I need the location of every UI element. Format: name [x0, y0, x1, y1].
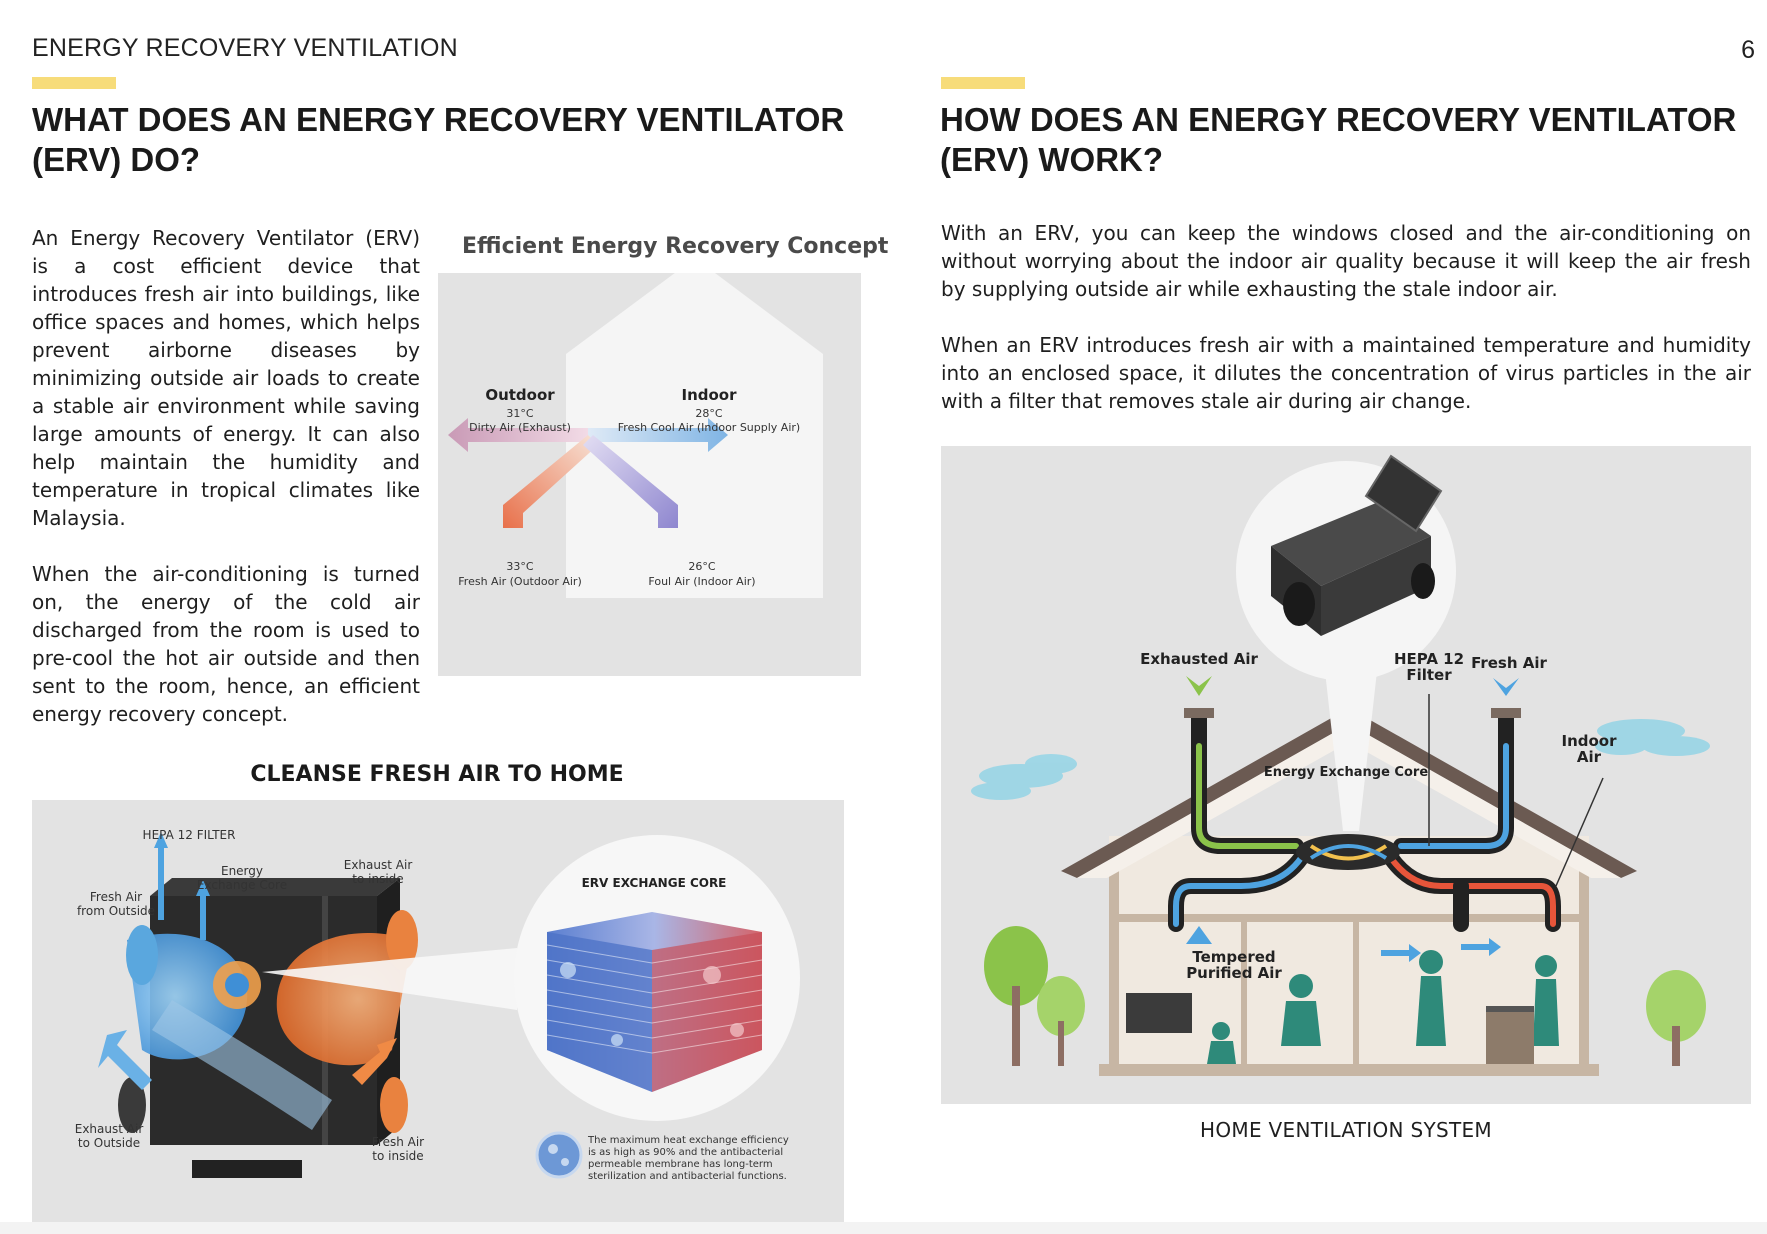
- indoor-heading: Indoor: [681, 386, 737, 404]
- foul-air-arrow: [583, 435, 678, 528]
- foul-air-temp: 26°C: [688, 560, 715, 573]
- exhausted-air-label: Exhausted Air: [1140, 650, 1258, 668]
- core-label: Exchange Core: [197, 878, 287, 892]
- section-accent-bar-left: [32, 77, 116, 89]
- concept-figure: Outdoor 31°C Dirty Air (Exhaust) Indoor …: [438, 273, 861, 676]
- zoom-wedge: [262, 948, 517, 1010]
- membrane-icon: [535, 1131, 583, 1179]
- exhaust-outside-label: to Outside: [78, 1136, 140, 1150]
- hepa-filter-label: HEPA 12: [1394, 650, 1464, 668]
- paragraph: When an ERV introduces fresh air with a …: [941, 333, 1751, 413]
- running-title: ENERGY RECOVERY VENTILATION: [32, 34, 458, 62]
- tempered-air-label: Purified Air: [1186, 964, 1282, 982]
- outdoor-desc: Dirty Air (Exhaust): [469, 421, 571, 434]
- intro-text: An Energy Recovery Ventilator (ERV) is a…: [32, 224, 420, 756]
- hepa-filter-label: HEPA 12 FILTER: [143, 828, 236, 842]
- indoor-air-label: Air: [1577, 748, 1602, 766]
- indoor-air-label: Indoor: [1561, 732, 1617, 750]
- hepa-filter-label: Filter: [1406, 666, 1452, 684]
- membrane-note: is as high as 90% and the antibacterial: [588, 1147, 783, 1158]
- fresh-outside-label: from Outside: [77, 904, 155, 918]
- energy-core-unit: [1296, 834, 1400, 870]
- membrane-note: permeable membrane has long-term: [588, 1159, 773, 1170]
- paragraph: An Energy Recovery Ventilator (ERV) is a…: [32, 226, 420, 530]
- fresh-air-label: Fresh Air: [1471, 654, 1547, 672]
- paragraph: When the air-conditioning is turned on, …: [32, 562, 420, 726]
- indoor-temp: 28°C: [695, 407, 722, 420]
- foul-air-desc: Foul Air (Indoor Air): [648, 575, 755, 588]
- fresh-air-desc: Fresh Air (Outdoor Air): [458, 575, 581, 588]
- supply-arrow: [588, 418, 728, 452]
- exhaust-inside-label: Exhaust Air: [344, 858, 413, 872]
- fresh-inside-label: to inside: [372, 1149, 423, 1163]
- house-figure-caption: HOME VENTILATION SYSTEM: [1200, 1118, 1492, 1142]
- indoor-desc: Fresh Cool Air (Indoor Supply Air): [618, 421, 800, 434]
- fresh-outside-label: Fresh Air: [90, 890, 142, 904]
- cleanse-figure-title: CLEANSE FRESH AIR TO HOME: [250, 762, 624, 787]
- exhaust-inside-label: to inside: [352, 872, 403, 886]
- unit-airflow-arrows: [98, 832, 397, 1090]
- tempered-air-label: Tempered: [1192, 948, 1275, 966]
- room-airflow-arrows: [1186, 926, 1501, 962]
- page-bottom-edge: [0, 1222, 1767, 1234]
- core-label: Energy: [221, 864, 263, 878]
- heading-line: (ERV) WORK?: [940, 141, 1164, 178]
- paragraph: With an ERV, you can keep the windows cl…: [941, 221, 1751, 301]
- erv-unit-diagram: HEPA 12 FILTER Energy Exchange Core Exha…: [75, 828, 800, 1182]
- outdoor-temp: 31°C: [506, 407, 533, 420]
- zoom-wedge: [1321, 636, 1381, 831]
- fresh-air-arrow: [503, 435, 598, 528]
- page-number: 6: [1741, 36, 1755, 64]
- membrane-note: The maximum heat exchange efficiency: [587, 1135, 789, 1146]
- heading-line: WHAT DOES AN ENERGY RECOVERY VENTILATOR: [32, 101, 845, 138]
- exhaust-arrow: [448, 418, 588, 452]
- membrane-note: sterilization and antibacterial function…: [588, 1171, 787, 1182]
- energy-core-label: Energy Exchange Core: [1264, 765, 1428, 780]
- cleanse-figure: HEPA 12 FILTER Energy Exchange Core Exha…: [32, 800, 844, 1224]
- clouds: [971, 719, 1710, 800]
- fresh-air-temp: 33°C: [506, 560, 533, 573]
- airflow-arrows: [448, 418, 728, 528]
- house-ventilation-diagram: Exhausted Air HEPA 12 Filter Fresh Air I…: [971, 454, 1710, 1076]
- ducts: [1168, 710, 1561, 932]
- fresh-inside-label: Fresh Air: [372, 1135, 424, 1149]
- exchange-core-title: ERV EXCHANGE CORE: [582, 876, 727, 890]
- how-it-works-text: With an ERV, you can keep the windows cl…: [941, 219, 1751, 443]
- concept-figure-title: Efficient Energy Recovery Concept: [462, 234, 889, 259]
- exhaust-outside-label: Exhaust Air: [75, 1122, 144, 1136]
- erv-unit: [118, 878, 418, 1178]
- exchange-core-cube: [546, 912, 763, 1092]
- tv: [1126, 993, 1192, 1033]
- house-figure: Exhausted Air HEPA 12 Filter Fresh Air I…: [941, 446, 1751, 1104]
- outdoor-heading: Outdoor: [485, 386, 555, 404]
- section-accent-bar-right: [941, 77, 1025, 89]
- section-heading-how: HOW DOES AN ENERGY RECOVERY VENTILATOR (…: [940, 100, 1736, 180]
- heading-line: (ERV) DO?: [32, 141, 201, 178]
- section-heading-what: WHAT DOES AN ENERGY RECOVERY VENTILATOR …: [32, 100, 844, 180]
- trees: [984, 926, 1706, 1066]
- people: [1207, 950, 1559, 1064]
- heading-line: HOW DOES AN ENERGY RECOVERY VENTILATOR: [940, 101, 1737, 138]
- erv-unit-photo: [1271, 454, 1443, 636]
- concept-diagram: Outdoor 31°C Dirty Air (Exhaust) Indoor …: [448, 273, 823, 598]
